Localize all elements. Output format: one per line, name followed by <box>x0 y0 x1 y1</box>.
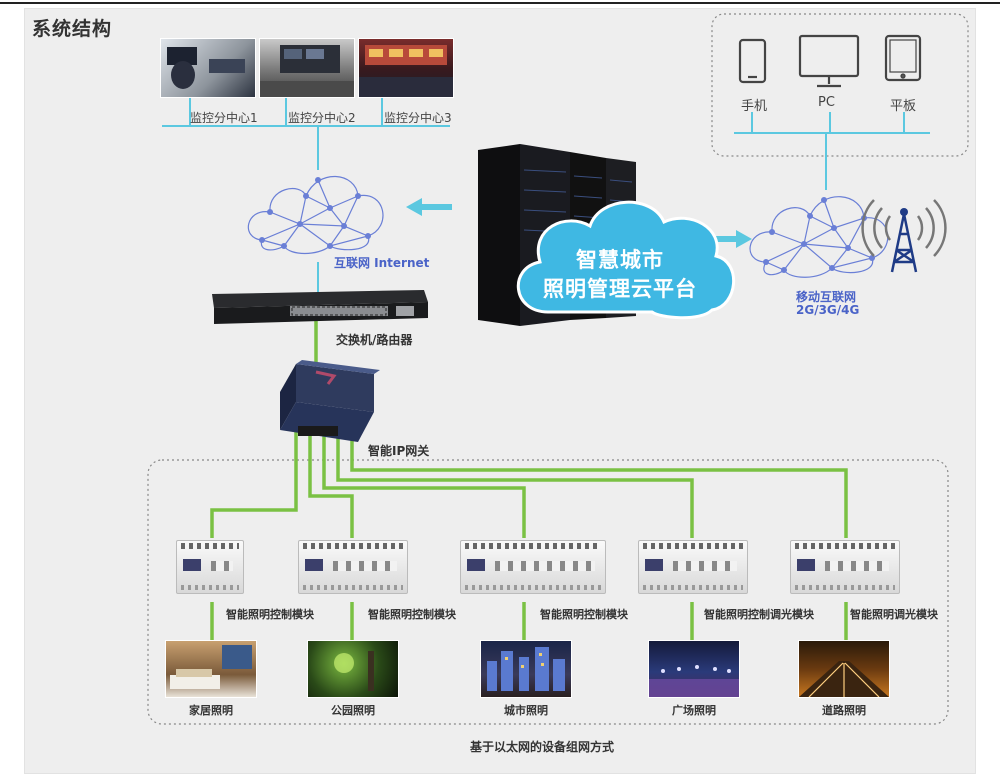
module-label-1: 智能照明控制模块 <box>226 608 314 621</box>
park-lighting-photo <box>307 640 399 698</box>
mobile-net-label-2: 2G/3G/4G <box>796 303 860 317</box>
cell-tower-icon <box>861 199 947 257</box>
platform-title: 智慧城市 照明管理云平台 <box>510 246 730 304</box>
city-lighting-photo <box>480 640 572 698</box>
module-label-5: 智能照明调光模块 <box>850 608 938 621</box>
tower-tip <box>900 208 908 216</box>
gateway-label: 智能IP网关 <box>368 444 430 458</box>
monitor-icon <box>798 34 860 78</box>
arrow-icons <box>406 198 752 248</box>
terminal-label-pc: PC <box>818 95 835 110</box>
platform-cloud-icon <box>516 200 735 320</box>
gateway-device-icon <box>280 360 380 442</box>
control-module-3 <box>460 540 606 594</box>
mobile-cloud-nodes <box>763 197 875 273</box>
internet-cloud-icon <box>247 175 384 255</box>
arrow-right-icon-shaft <box>708 236 740 242</box>
road-lighting-photo <box>798 640 890 698</box>
home-lighting-photo <box>165 640 257 698</box>
tower-mast <box>890 213 918 273</box>
scene-label-city: 城市照明 <box>504 704 548 717</box>
terminals-region <box>711 13 969 157</box>
internet-label: 互联网 Internet <box>334 256 430 270</box>
footer-caption: 基于以太网的设备组网方式 <box>470 740 615 754</box>
control-center-photo-2 <box>259 38 355 98</box>
control-center-photo-1 <box>160 38 256 98</box>
tablet-icon <box>884 34 922 82</box>
ethernet-region <box>147 459 949 725</box>
control-center-label-1: 监控分中心1 <box>190 111 258 125</box>
platform-title-line-1: 智慧城市 <box>576 248 664 272</box>
dimming-module <box>790 540 900 594</box>
scene-label-road: 道路照明 <box>822 704 866 717</box>
control-center-photo-3 <box>358 38 454 98</box>
switch-device-icon <box>212 290 428 324</box>
terminal-label-phone: 手机 <box>741 99 768 114</box>
module-label-3: 智能照明控制模块 <box>540 608 628 621</box>
dimming-control-module <box>638 540 748 594</box>
control-module-2 <box>298 540 408 594</box>
terminal-label-tablet: 平板 <box>890 99 917 114</box>
phone-icon <box>738 38 767 84</box>
scene-label-square: 广场照明 <box>672 704 716 717</box>
internet-cloud-nodes <box>259 177 371 249</box>
arrow-left-icon-shaft <box>420 204 452 210</box>
arrow-right-icon <box>736 230 752 248</box>
platform-title-line-2: 照明管理云平台 <box>543 277 697 301</box>
square-lighting-photo <box>648 640 740 698</box>
mobile-net-label-1: 移动互联网 <box>796 290 857 304</box>
switch-label: 交换机/路由器 <box>336 333 413 347</box>
module-label-4: 智能照明控制调光模块 <box>704 608 814 621</box>
diagram-title: 系统结构 <box>32 18 113 40</box>
control-module-1 <box>176 540 244 594</box>
scene-label-park: 公园照明 <box>331 704 375 717</box>
ethernet-lines <box>210 318 848 640</box>
control-center-label-2: 监控分中心2 <box>288 111 356 125</box>
top-rule <box>0 2 1000 4</box>
control-center-label-3: 监控分中心3 <box>384 111 452 125</box>
scene-label-home: 家居照明 <box>189 704 233 717</box>
arrow-left-icon <box>406 198 422 216</box>
module-label-2: 智能照明控制模块 <box>368 608 456 621</box>
